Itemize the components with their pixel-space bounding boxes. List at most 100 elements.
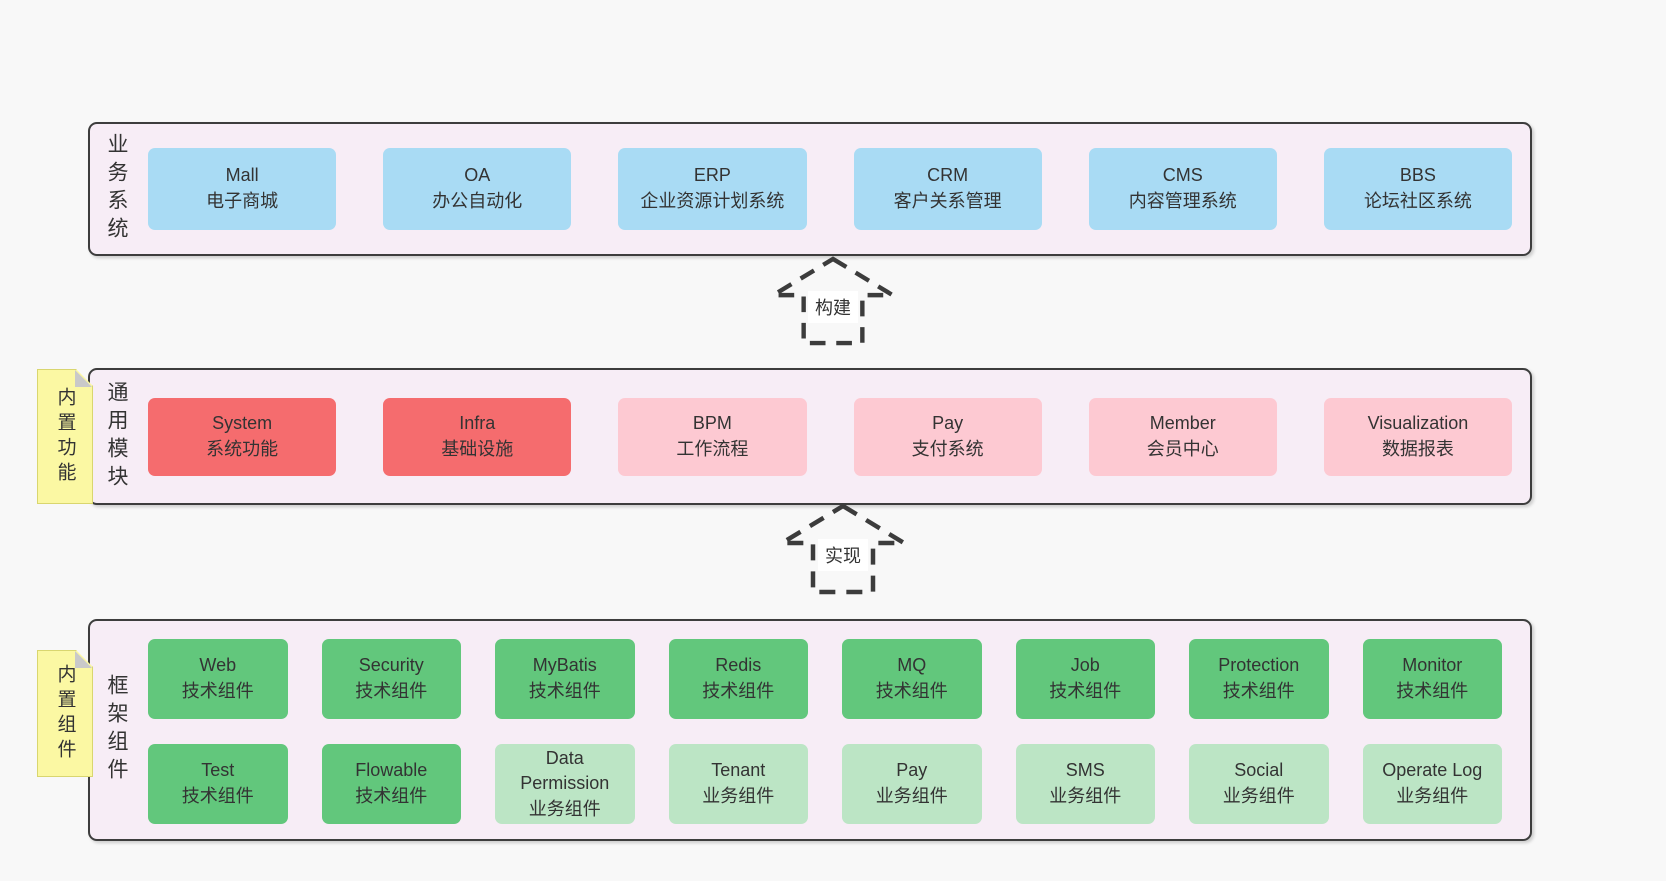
box-member: Member 会员中心 [1088, 398, 1277, 476]
box-title: Pay [896, 760, 928, 781]
modules-box-row: System 系统功能 Infra 基础设施 BPM 工作流程 Pay 支付系统… [148, 398, 1513, 476]
box-title: Job [1070, 655, 1100, 676]
box-subtitle: 支付系统 [911, 439, 984, 459]
box-mq: MQ 技术组件 [842, 639, 982, 719]
box-protection: Protection 技术组件 [1189, 639, 1329, 719]
box-subtitle: 技术组件 [355, 786, 428, 806]
box-subtitle: 电子商城 [206, 191, 279, 211]
panel-business-systems: 业务系统 Mall 电子商城 OA 办公自动化 ERP 企业资源计划系统 CRM… [88, 122, 1532, 256]
sticky-note-text: 内置组件 [54, 663, 76, 764]
box-mall: Mall 电子商城 [148, 148, 337, 230]
box-security: Security 技术组件 [321, 639, 461, 719]
sticky-note-text: 内置功能 [54, 386, 76, 487]
box-system: System 系统功能 [148, 398, 337, 476]
box-subtitle: 业务组件 [875, 786, 948, 806]
box-subtitle: 业务组件 [1222, 786, 1295, 806]
box-title: Monitor [1402, 655, 1463, 676]
panel-components-label: 框架组件 [105, 674, 128, 786]
box-title: BBS [1399, 165, 1436, 186]
box-title: Security [358, 655, 424, 676]
box-subtitle: 业务组件 [528, 798, 601, 819]
box-subtitle: 业务组件 [1049, 786, 1122, 806]
box-subtitle: 办公自动化 [432, 191, 523, 211]
arrow-implement-label: 实现 [818, 539, 868, 572]
box-pay: Pay 支付系统 [853, 398, 1042, 476]
arrow-build-label: 构建 [808, 291, 858, 324]
box-title: Flowable [355, 760, 428, 781]
panel-modules-label: 通用模块 [105, 380, 128, 493]
box-monitor: Monitor 技术组件 [1362, 639, 1502, 719]
box-subtitle: 基础设施 [441, 439, 514, 459]
box-title: System [212, 413, 273, 434]
box-visualization: Visualization 数据报表 [1323, 398, 1513, 476]
box-title: ERP [693, 165, 731, 186]
box-tenant: Tenant 业务组件 [668, 744, 808, 824]
box-title: CRM [927, 165, 969, 186]
box-subtitle: 论坛社区系统 [1363, 191, 1472, 211]
box-web: Web 技术组件 [148, 639, 288, 719]
box-social: Social 业务组件 [1189, 744, 1329, 824]
panel-framework-components: 框架组件 Web 技术组件 Security 技术组件 MyBatis 技术组件… [88, 619, 1532, 841]
panel-business-label: 业务系统 [105, 133, 128, 245]
box-subtitle: 技术组件 [181, 681, 254, 701]
arrow-build: 构建 [766, 256, 900, 346]
sticky-note-builtin-features: 内置功能 [37, 369, 93, 504]
box-title: Data Permission [520, 747, 610, 794]
box-title: OA [464, 165, 491, 186]
box-oa: OA 办公自动化 [383, 148, 572, 230]
box-subtitle: 会员中心 [1146, 439, 1219, 459]
box-title: Protection [1218, 655, 1300, 676]
business-box-row: Mall 电子商城 OA 办公自动化 ERP 企业资源计划系统 CRM 客户关系… [148, 148, 1513, 230]
box-title: MQ [897, 655, 927, 676]
box-redis: Redis 技术组件 [668, 639, 808, 719]
box-pay-biz: Pay 业务组件 [842, 744, 982, 824]
box-title: Visualization [1367, 413, 1469, 434]
box-bpm: BPM 工作流程 [618, 398, 807, 476]
box-erp: ERP 企业资源计划系统 [618, 148, 807, 230]
box-title: Test [201, 760, 235, 781]
box-job: Job 技术组件 [1015, 639, 1155, 719]
box-title: MyBatis [532, 655, 597, 676]
box-title: Web [199, 655, 237, 676]
box-title: Infra [459, 413, 496, 434]
box-title: Operate Log [1382, 760, 1483, 781]
box-subtitle: 技术组件 [1222, 681, 1295, 701]
box-operate-log: Operate Log 业务组件 [1362, 744, 1502, 824]
box-subtitle: 客户关系管理 [893, 191, 1002, 211]
box-infra: Infra 基础设施 [383, 398, 572, 476]
box-title: Redis [715, 655, 762, 676]
components-box-row-2: Test 技术组件 Flowable 技术组件 Data Permission … [148, 744, 1502, 824]
box-data-permission: Data Permission 业务组件 [495, 744, 635, 824]
box-bbs: BBS 论坛社区系统 [1323, 148, 1513, 230]
box-title: Mall [225, 165, 259, 186]
box-subtitle: 技术组件 [875, 681, 948, 701]
box-subtitle: 技术组件 [1396, 681, 1469, 701]
box-subtitle: 数据报表 [1381, 439, 1454, 459]
box-subtitle: 系统功能 [206, 439, 279, 459]
box-subtitle: 业务组件 [1396, 786, 1469, 806]
box-subtitle: 技术组件 [181, 786, 254, 806]
box-subtitle: 技术组件 [702, 681, 775, 701]
sticky-note-builtin-components: 内置组件 [37, 650, 93, 777]
components-box-row-1: Web 技术组件 Security 技术组件 MyBatis 技术组件 Redi… [148, 639, 1502, 719]
box-test: Test 技术组件 [148, 744, 288, 824]
box-title: CMS [1162, 165, 1203, 186]
arrow-implement: 实现 [776, 503, 910, 595]
box-title: Member [1149, 413, 1216, 434]
box-subtitle: 工作流程 [676, 439, 749, 459]
box-subtitle: 企业资源计划系统 [640, 191, 785, 211]
box-title: SMS [1065, 760, 1105, 781]
box-cms: CMS 内容管理系统 [1088, 148, 1277, 230]
box-subtitle: 技术组件 [355, 681, 428, 701]
box-subtitle: 技术组件 [1049, 681, 1122, 701]
box-subtitle: 内容管理系统 [1128, 191, 1237, 211]
box-subtitle: 技术组件 [528, 681, 601, 701]
box-sms: SMS 业务组件 [1015, 744, 1155, 824]
box-flowable: Flowable 技术组件 [321, 744, 461, 824]
box-subtitle: 业务组件 [702, 786, 775, 806]
box-mybatis: MyBatis 技术组件 [495, 639, 635, 719]
box-title: BPM [692, 413, 732, 434]
panel-common-modules: 通用模块 System 系统功能 Infra 基础设施 BPM 工作流程 Pay… [88, 368, 1532, 505]
box-title: Tenant [711, 760, 766, 781]
box-title: Pay [932, 413, 964, 434]
